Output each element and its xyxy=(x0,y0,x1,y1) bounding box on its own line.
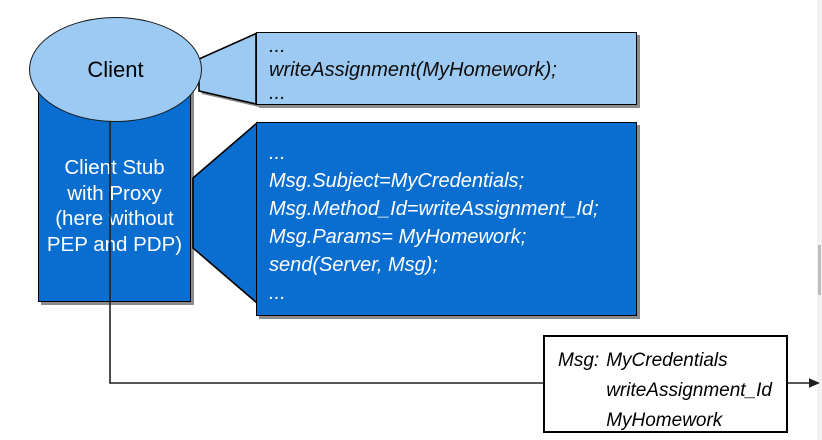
stub-code-line: Msg.Subject=MyCredentials; xyxy=(269,170,525,192)
vertical-scrollbar-track[interactable] xyxy=(817,0,822,440)
stub-code-line: Msg.Params= MyHomework; xyxy=(269,226,527,248)
message-value-line: writeAssignment_Id xyxy=(606,380,772,401)
client-stub-label-line: (here without xyxy=(55,207,174,230)
stub-callout-wedge xyxy=(192,121,258,305)
client-node: Client xyxy=(29,17,202,122)
client-stub-label-line: with Proxy xyxy=(67,181,162,205)
stub-code-callout: ... Msg.Subject=MyCredentials; Msg.Metho… xyxy=(256,122,637,316)
client-node-label: Client xyxy=(87,56,144,82)
message-box: Msg: MyCredentials writeAssignment_Id My… xyxy=(543,335,788,433)
stub-code-line: send(Server, Msg); xyxy=(269,254,438,276)
client-callout-wedge xyxy=(198,32,257,106)
message-prefix: Msg: xyxy=(558,350,600,371)
message-value-line: MyHomework xyxy=(606,410,723,431)
client-callout-wedge-shadow xyxy=(202,36,259,107)
message-values: MyCredentials writeAssignment_Id MyHomew… xyxy=(606,346,772,431)
message-value-line: MyCredentials xyxy=(606,350,728,371)
stub-code-line: Msg.Method_Id=writeAssignment_Id; xyxy=(269,198,599,220)
client-code-line: writeAssignment(MyHomework); xyxy=(269,58,557,81)
stub-callout-wedge-shadow xyxy=(196,126,260,306)
client-stub-label-line: PEP and PDP) xyxy=(46,232,183,256)
stub-code-line: ... xyxy=(269,282,286,304)
client-stub-label-line: Client Stub xyxy=(64,156,165,179)
vertical-scrollbar-thumb[interactable] xyxy=(818,245,821,295)
stub-code-line: ... xyxy=(269,142,286,164)
client-code-callout: ... writeAssignment(MyHomework); ... xyxy=(256,32,637,105)
client-code-line: ... xyxy=(269,82,286,104)
client-code-line: ... xyxy=(269,35,286,57)
